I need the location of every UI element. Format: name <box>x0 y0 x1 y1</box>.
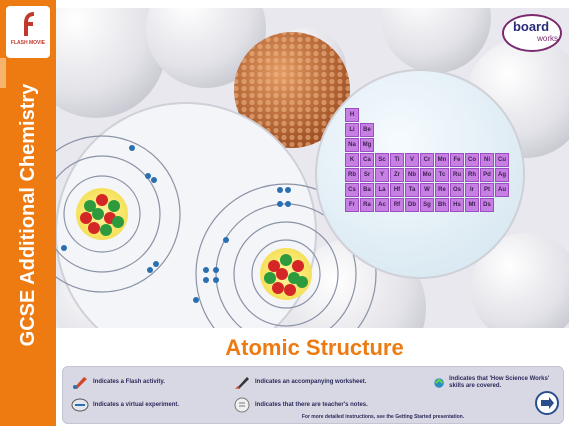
element-cell-y: Y <box>375 168 389 182</box>
element-cell-au: Au <box>495 183 509 197</box>
element-cell-w: W <box>420 183 434 197</box>
key-virtual-experiment: Indicates a virtual experiment. <box>71 397 231 413</box>
element-cell-fr: Fr <box>345 198 359 212</box>
atom-large <box>193 183 377 328</box>
key-teachers-notes: Indicates that there are teacher's notes… <box>233 397 403 413</box>
virtual-experiment-icon <box>71 398 89 412</box>
element-cell-sg: Sg <box>420 198 434 212</box>
element-cell-mg: Mg <box>360 138 374 152</box>
element-cell-sr: Sr <box>360 168 374 182</box>
flash-caption: FLASH MOVIE <box>10 40 46 46</box>
element-cell-zr: Zr <box>390 168 404 182</box>
element-cell-ru: Ru <box>450 168 464 182</box>
element-cell-li: Li <box>345 123 359 137</box>
logo-works-text: works <box>537 34 558 43</box>
element-cell-ds: Ds <box>480 198 494 212</box>
element-cell-os: Os <box>450 183 464 197</box>
element-cell-fe: Fe <box>450 153 464 167</box>
key-flash: Indicates a Flash activity. <box>71 374 221 390</box>
element-cell-rb: Rb <box>345 168 359 182</box>
heading-strip: Atomic Structure <box>60 330 569 366</box>
element-cell-ba: Ba <box>360 183 374 197</box>
element-cell-tc: Tc <box>435 168 449 182</box>
flash-activity-icon <box>73 377 87 389</box>
sidebar: FLASH MOVIE GCSE Additional Chemistry <box>0 0 56 426</box>
flash-movie-button[interactable]: FLASH MOVIE <box>6 6 50 58</box>
key-how-science-works: Indicates that 'How Science Works' skill… <box>433 372 553 394</box>
logo-board-text: board <box>512 19 550 34</box>
element-cell-ag: Ag <box>495 168 509 182</box>
element-cell-v: V <box>405 153 419 167</box>
element-cell-ti: Ti <box>390 153 404 167</box>
element-cell-co: Co <box>465 153 479 167</box>
element-cell-ir: Ir <box>465 183 479 197</box>
key-virtual-experiment-text: Indicates a virtual experiment. <box>93 401 180 408</box>
page-title: Atomic Structure <box>225 335 404 360</box>
element-cell-pd: Pd <box>480 168 494 182</box>
element-cell-cs: Cs <box>345 183 359 197</box>
key-how-science-works-text: Indicates that 'How Science Works' skill… <box>449 376 550 389</box>
element-cell-rh: Rh <box>465 168 479 182</box>
teachers-notes-icon <box>234 397 250 413</box>
element-cell-ni: Ni <box>480 153 494 167</box>
icon-key-bar: Indicates a Flash activity. Indicates an… <box>62 366 564 424</box>
element-cell-hs: Hs <box>450 198 464 212</box>
key-flash-text: Indicates a Flash activity. <box>93 378 165 385</box>
element-cell-db: Db <box>405 198 419 212</box>
how-science-works-icon <box>434 378 444 388</box>
key-footnote: For more detailed instructions, see the … <box>301 414 465 420</box>
element-cell-hf: Hf <box>390 183 404 197</box>
sidebar-tab <box>0 58 6 88</box>
next-slide-button[interactable] <box>535 391 559 415</box>
worksheet-icon <box>235 377 249 389</box>
boardworks-logo: board works <box>500 10 562 54</box>
element-cell-cu: Cu <box>495 153 509 167</box>
element-cell-ca: Ca <box>360 153 374 167</box>
element-cell-re: Re <box>435 183 449 197</box>
logo-oval <box>502 14 562 52</box>
element-cell-k: K <box>345 153 359 167</box>
element-cell-ac: Ac <box>375 198 389 212</box>
atom-small <box>56 135 181 293</box>
element-cell-sc: Sc <box>375 153 389 167</box>
element-cell-ta: Ta <box>405 183 419 197</box>
flash-icon <box>24 12 34 36</box>
element-cell-nb: Nb <box>405 168 419 182</box>
course-title: GCSE Additional Chemistry <box>17 83 39 347</box>
key-worksheet: Indicates an accompanying worksheet. <box>233 374 383 390</box>
element-cell-mo: Mo <box>420 168 434 182</box>
element-cell-rf: Rf <box>390 198 404 212</box>
element-cell-na: Na <box>345 138 359 152</box>
element-cell-ra: Ra <box>360 198 374 212</box>
arrow-right-icon <box>541 397 554 409</box>
element-cell-bh: Bh <box>435 198 449 212</box>
element-cell-h: H <box>345 108 359 122</box>
element-cell-cr: Cr <box>420 153 434 167</box>
element-cell-pt: Pt <box>480 183 494 197</box>
element-cell-mt: Mt <box>465 198 479 212</box>
key-worksheet-text: Indicates an accompanying worksheet. <box>255 378 367 385</box>
element-cell-be: Be <box>360 123 374 137</box>
key-teachers-notes-text: Indicates that there are teacher's notes… <box>255 401 368 408</box>
element-cell-mn: Mn <box>435 153 449 167</box>
element-cell-la: La <box>375 183 389 197</box>
